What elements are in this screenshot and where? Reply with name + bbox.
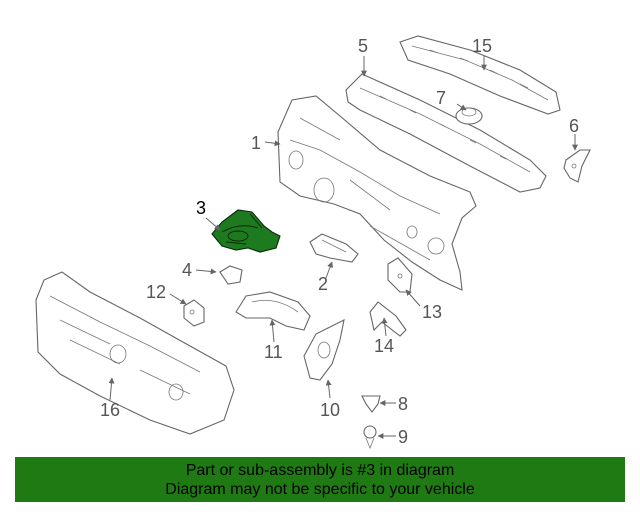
part-12-clip	[183, 299, 205, 327]
callout-14: 14	[374, 336, 394, 356]
part-9-clip	[363, 425, 377, 450]
banner-line-2: Diagram may not be specific to your vehi…	[165, 481, 475, 498]
part-4-bracket	[219, 265, 243, 285]
info-banner: Part or sub-assembly is #3 in diagram Di…	[15, 457, 625, 502]
part-5-cowl-panel	[345, 73, 547, 193]
callout-6: 6	[569, 116, 579, 136]
callout-5: 5	[358, 36, 368, 56]
callout-1: 1	[251, 133, 261, 153]
part-14-bracket	[369, 301, 407, 337]
callout-2: 2	[318, 274, 328, 294]
callout-13: 13	[422, 302, 442, 322]
callout-numbers: 1 2 3 4 5 6 7 8 9 10 11 12 13 14 15 16	[100, 36, 579, 447]
part-13-bracket	[387, 257, 413, 293]
callout-8: 8	[398, 394, 408, 414]
callout-7: 7	[436, 88, 446, 108]
parts-diagram: 1 2 3 4 5 6 7 8 9 10 11 12 13 14 15 16	[35, 35, 591, 450]
part-7-grommet	[455, 107, 483, 125]
callout-10: 10	[320, 400, 340, 420]
part-8-grommet	[361, 395, 381, 413]
banner-line-1: Part or sub-assembly is #3 in diagram	[185, 462, 455, 479]
callout-4: 4	[182, 260, 192, 280]
callout-15: 15	[472, 36, 492, 56]
part-1-dash-panel	[277, 95, 477, 291]
part-10-bracket	[303, 319, 345, 381]
part-3-highlighted	[211, 209, 281, 253]
callout-11: 11	[264, 342, 283, 362]
callout-3: 3	[196, 198, 206, 218]
part-6-bracket	[563, 149, 591, 183]
callout-12: 12	[146, 282, 166, 302]
part-15-cowl-top-panel	[399, 35, 561, 115]
callout-9: 9	[398, 427, 408, 447]
part-11-trough	[235, 291, 311, 331]
callout-16: 16	[100, 400, 120, 420]
part-2-bracket	[309, 233, 359, 263]
leader-lines	[108, 56, 578, 439]
part-16-insulator	[35, 271, 235, 435]
